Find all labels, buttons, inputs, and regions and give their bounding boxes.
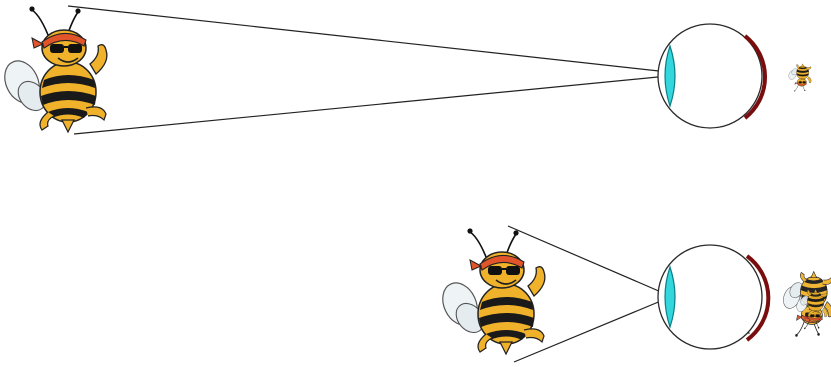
ray-top	[68, 6, 668, 72]
bee-near-icon	[436, 228, 545, 354]
bee-far-icon	[0, 6, 107, 132]
panel-distant-object	[0, 6, 811, 134]
panel-near-object	[436, 226, 831, 362]
small-inverted-bee-image	[787, 64, 811, 92]
ray-bottom	[74, 76, 668, 134]
large-inverted-bee-image	[780, 271, 831, 336]
